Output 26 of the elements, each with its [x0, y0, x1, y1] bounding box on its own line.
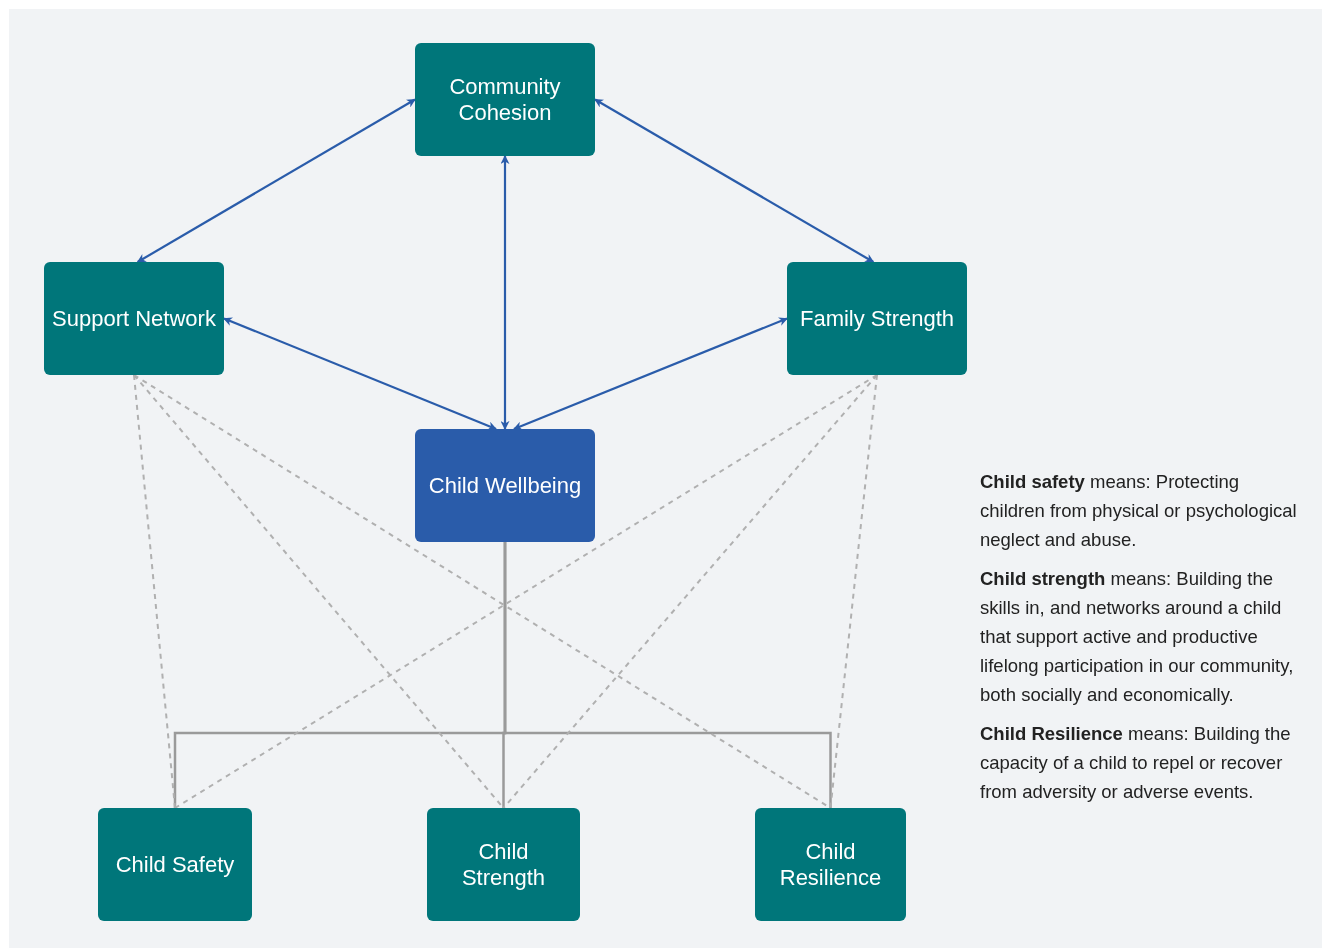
- process-box: [415, 429, 595, 542]
- node-label: Child Strength: [460, 838, 547, 891]
- definition-text: Child safety means: Protecting children from physical or psychological neglect and abuse.: [980, 470, 1298, 552]
- arrow: [223, 317, 497, 431]
- node-label: Child Resilience: [778, 838, 883, 891]
- dashed-connector: [502, 374, 878, 809]
- arrow: [136, 98, 416, 263]
- dashed-connector: [133, 374, 176, 809]
- process-box: [415, 43, 595, 156]
- process-box: [787, 262, 967, 375]
- arrow: [500, 155, 510, 430]
- arrow: [594, 98, 875, 263]
- definition-text: Child strength means: Building the skills in, and networks around a child that support active and productive lifelong participation in our community, both socially and economically.: [980, 567, 1295, 707]
- node-label: Child Safety: [115, 851, 235, 878]
- node-label: Community Cohesion: [448, 73, 562, 126]
- arrow: [513, 317, 788, 431]
- process-box: [44, 262, 224, 375]
- process-box: [755, 808, 906, 921]
- dashed-connector: [829, 374, 878, 809]
- definition-text: Child Resilience means: Building the capacity of a child to repel or recover from adversity or adverse events.: [980, 722, 1292, 804]
- process-box: [98, 808, 252, 921]
- node-label: Child Wellbeing: [428, 472, 582, 499]
- node-label: Support Network: [52, 305, 216, 332]
- node-label: Family Strength: [799, 305, 955, 332]
- connector-line: [503, 542, 832, 808]
- process-box: [427, 808, 580, 921]
